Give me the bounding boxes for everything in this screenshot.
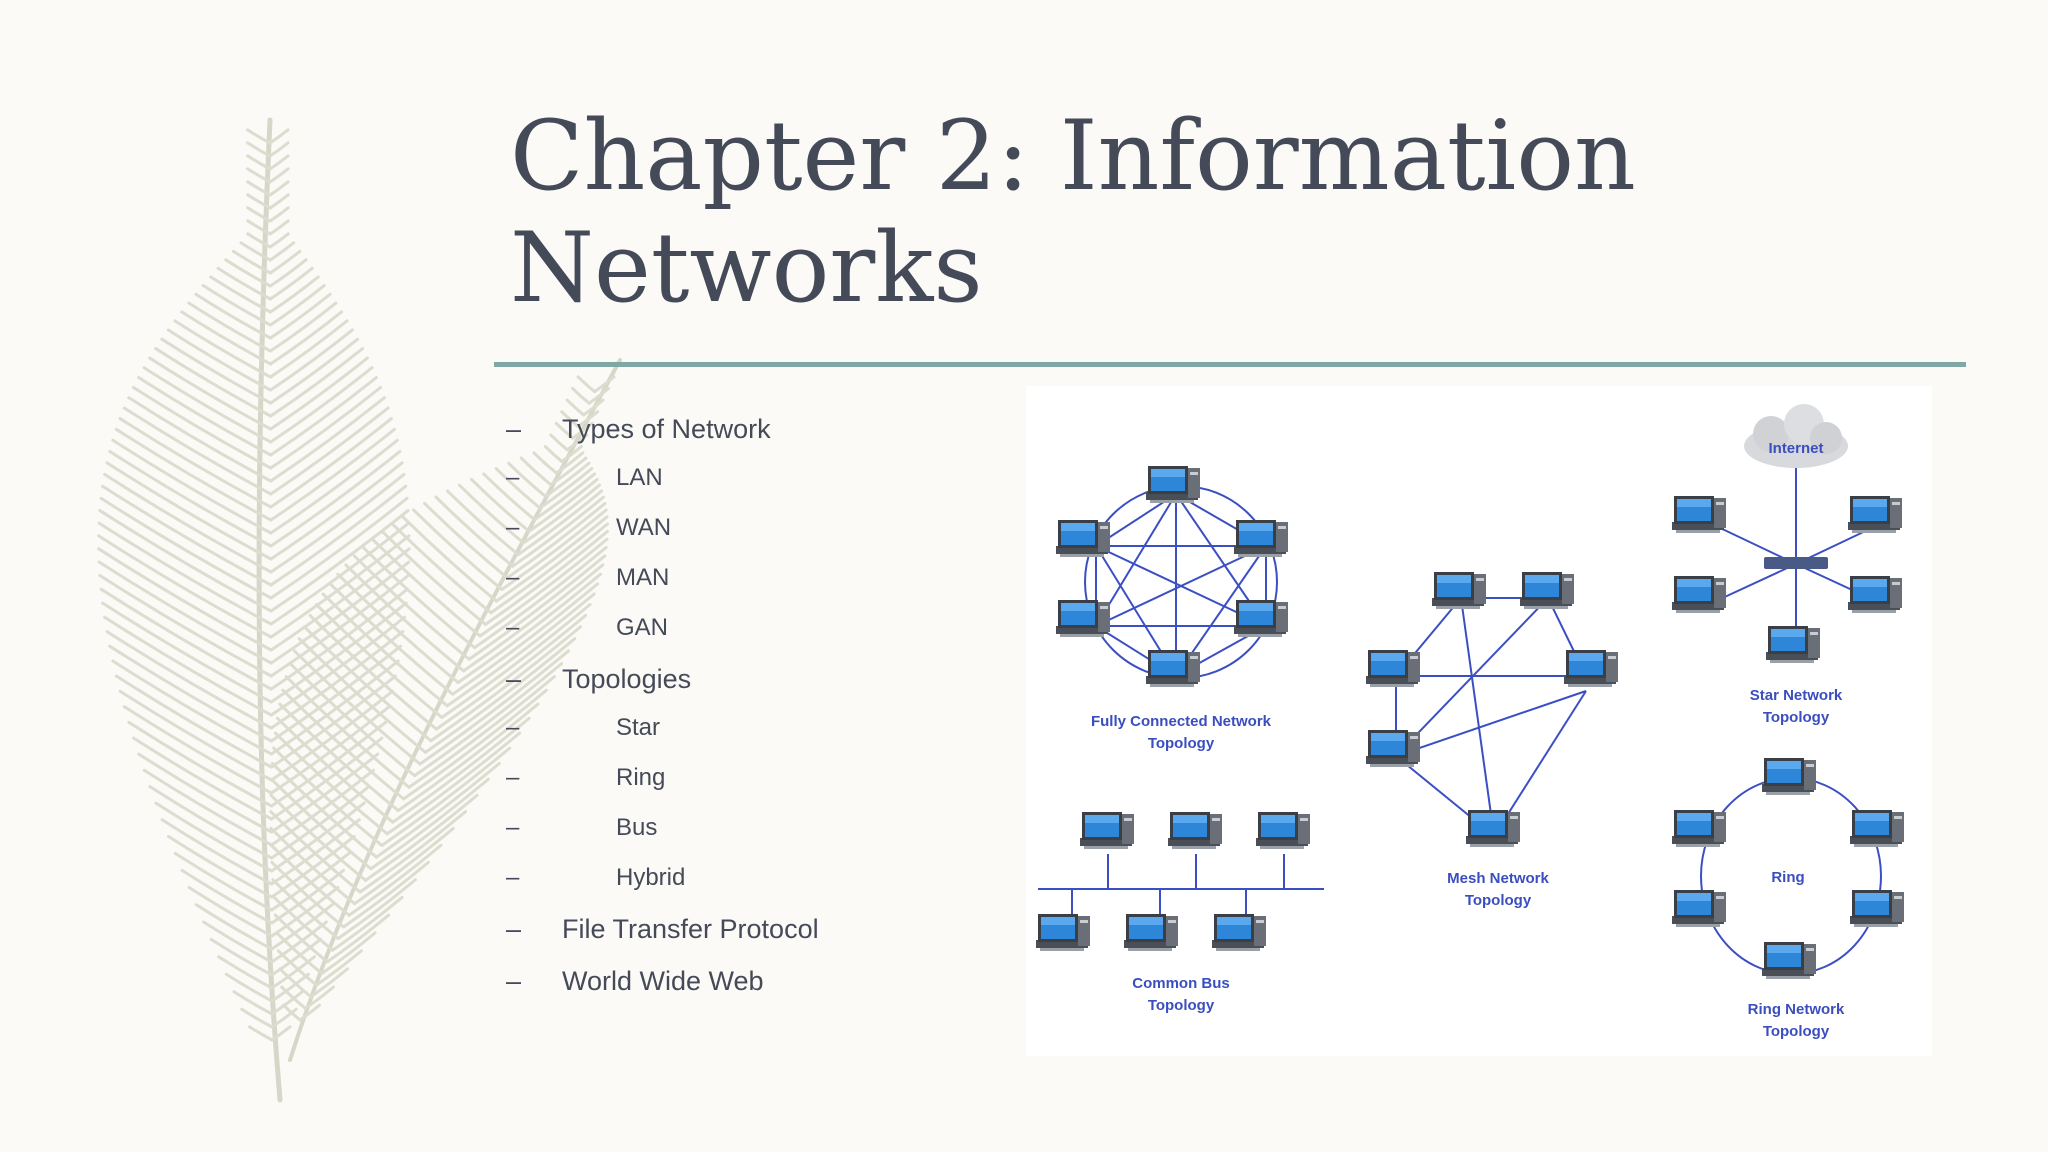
slide-title: Chapter 2: Information Networks	[510, 100, 1930, 324]
bullet-item: – World Wide Web	[506, 966, 819, 1016]
bullet-dash: –	[506, 514, 520, 541]
computer-icon	[1234, 520, 1288, 557]
cloud-label: Internet	[1768, 440, 1823, 457]
caption-bus-line2: Topology	[1148, 997, 1215, 1014]
caption-fully-connected-line1: Fully Connected Network	[1091, 713, 1272, 730]
bullet-dash: –	[506, 914, 522, 944]
computer-icon	[1056, 600, 1110, 637]
computer-icon	[1672, 496, 1726, 533]
bullet-text: GAN	[616, 614, 669, 641]
bullet-dash: –	[506, 614, 520, 641]
bullet-item: – Star	[506, 714, 819, 764]
bullet-text: File Transfer Protocol	[562, 914, 819, 944]
bullet-item: – Hybrid	[506, 864, 819, 914]
caption-star-line1: Star Network	[1750, 687, 1843, 704]
bullet-item: – LAN	[506, 464, 819, 514]
caption-fully-connected-line2: Topology	[1148, 735, 1215, 752]
computer-icon	[1432, 572, 1486, 609]
computer-icon	[1672, 890, 1726, 927]
computer-icon	[1564, 650, 1618, 687]
bullet-item: – Ring	[506, 764, 819, 814]
bullet-dash: –	[506, 664, 522, 694]
cloud-icon	[1744, 404, 1848, 468]
caption-star-line2: Topology	[1763, 709, 1830, 726]
bullet-text: Topologies	[562, 664, 692, 694]
computer-icon	[1168, 812, 1222, 849]
computer-icon	[1234, 600, 1288, 637]
computer-icon	[1080, 812, 1134, 849]
computer-icon	[1766, 626, 1820, 663]
computer-icon	[1850, 890, 1904, 927]
bullet-text: Bus	[616, 814, 658, 841]
bullet-dash: –	[506, 864, 520, 891]
bullet-text: Star	[616, 714, 661, 741]
computer-icon	[1146, 466, 1200, 503]
computer-icon	[1762, 942, 1816, 979]
computer-icon	[1520, 572, 1574, 609]
bullet-dash: –	[506, 464, 520, 491]
title-divider	[494, 362, 1966, 367]
computer-icon	[1466, 810, 1520, 847]
switch-icon	[1764, 557, 1828, 569]
bullet-item: – Topologies	[506, 664, 819, 714]
bullet-item: – MAN	[506, 564, 819, 614]
computer-icon	[1056, 520, 1110, 557]
bullet-text: Types of Network	[562, 414, 771, 444]
title-line-1: Chapter 2: Information	[510, 100, 1636, 212]
bullet-dash: –	[506, 714, 520, 741]
bullet-dash: –	[506, 414, 522, 444]
computer-icon	[1850, 810, 1904, 847]
bullet-text: LAN	[616, 464, 663, 491]
caption-ring-line1: Ring Network	[1748, 1001, 1845, 1018]
bullet-item: – WAN	[506, 514, 819, 564]
bullet-item: – Types of Network	[506, 414, 819, 464]
title-line-2: Networks	[510, 212, 983, 324]
bus-topology	[1038, 854, 1324, 916]
caption-ring-line2: Topology	[1763, 1023, 1830, 1040]
caption-bus-line1: Common Bus	[1132, 975, 1230, 992]
bullet-list: – Types of Network – LAN – WAN – MAN – GAN – T…	[506, 414, 819, 1016]
mesh-topology	[1395, 597, 1587, 837]
computer-icon	[1256, 812, 1310, 849]
bullet-dash: –	[506, 564, 520, 591]
computer-icon	[1366, 730, 1420, 767]
bullet-text: WAN	[616, 514, 672, 541]
computer-icon	[1848, 496, 1902, 533]
bullet-dash: –	[506, 966, 522, 996]
computer-icon	[1146, 650, 1200, 687]
caption-mesh-line1: Mesh Network	[1447, 870, 1549, 887]
computer-icon	[1672, 576, 1726, 613]
computer-icon	[1366, 650, 1420, 687]
ring-center-label: Ring	[1771, 869, 1804, 886]
bullet-text: MAN	[616, 564, 670, 591]
bullet-text: Hybrid	[616, 864, 686, 891]
bullet-item: – File Transfer Protocol	[506, 914, 819, 966]
fully-connected-topology	[1084, 485, 1278, 679]
network-topologies-image: Fully Connected Network Topology M	[1026, 386, 1932, 1056]
bullet-dash: –	[506, 814, 520, 841]
feather-decoration	[97, 117, 622, 1103]
bullet-item: – GAN	[506, 614, 819, 664]
computer-icon	[1848, 576, 1902, 613]
computer-icon	[1036, 914, 1090, 951]
computer-icon	[1124, 914, 1178, 951]
computer-icon	[1762, 758, 1816, 795]
bullet-text: Ring	[616, 764, 666, 791]
bullet-dash: –	[506, 764, 520, 791]
bullet-text: World Wide Web	[562, 966, 764, 996]
caption-mesh-line2: Topology	[1465, 892, 1532, 909]
topologies-svg: Fully Connected Network Topology M	[1036, 404, 1904, 1040]
computer-icon	[1212, 914, 1266, 951]
computer-icon	[1672, 810, 1726, 847]
bullet-item: – Bus	[506, 814, 819, 864]
